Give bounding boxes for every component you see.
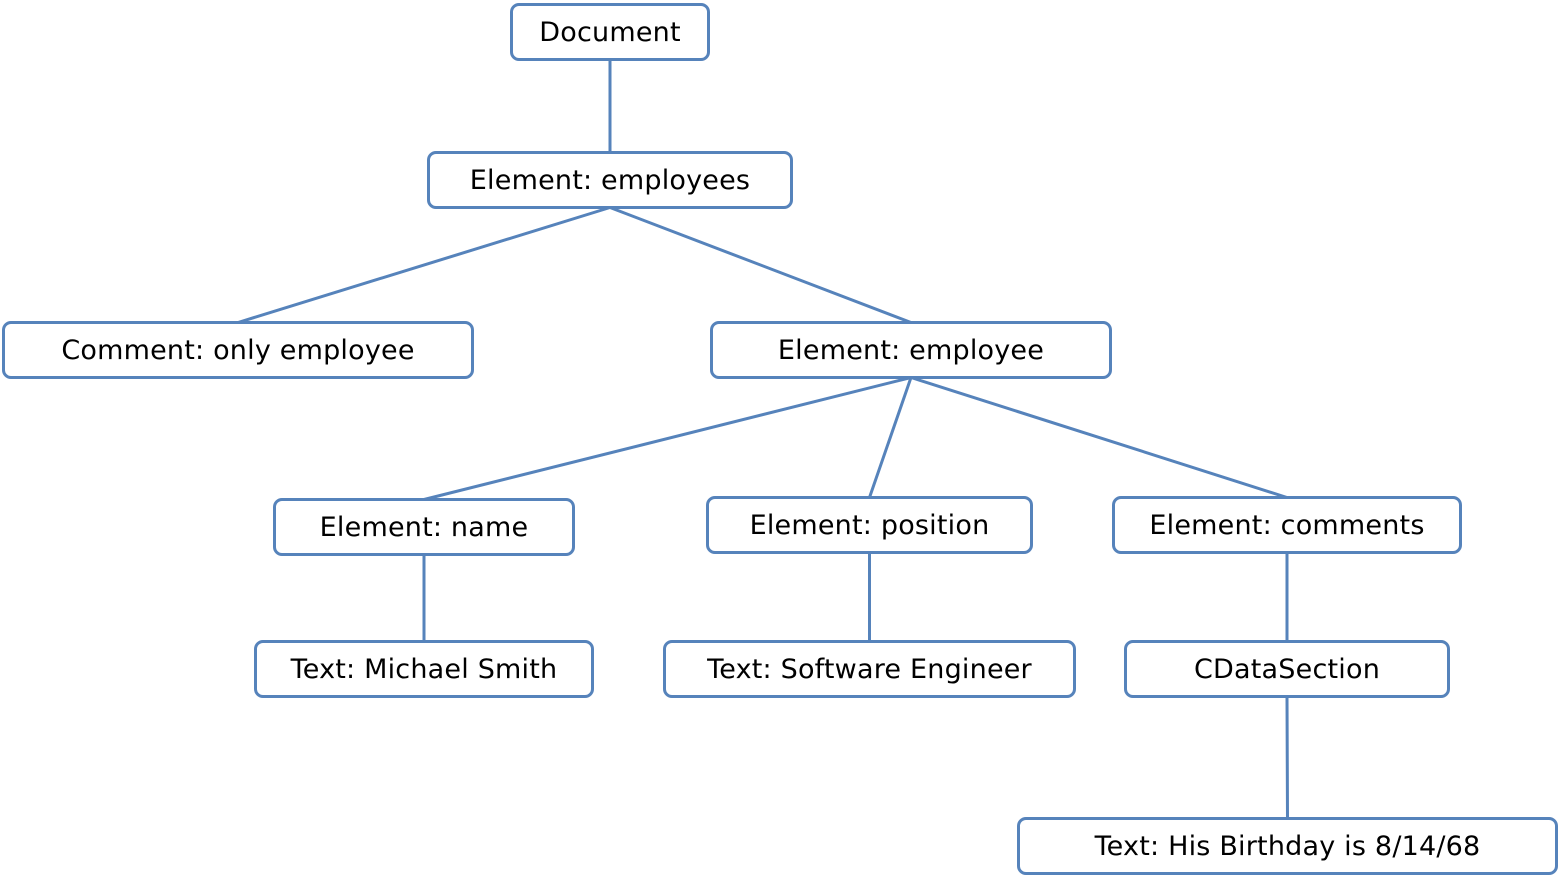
edge-cdata-to-text_birthday bbox=[1285, 695, 1289, 820]
edge-employees-to-comment bbox=[236, 206, 612, 324]
node-element-employee: Element: employee bbox=[710, 321, 1112, 379]
node-comment-only-employee: Comment: only employee bbox=[2, 321, 474, 379]
node-cdata-section: CDataSection bbox=[1124, 640, 1450, 698]
edge-employees-to-employee bbox=[608, 206, 913, 324]
node-element-position: Element: position bbox=[706, 496, 1033, 554]
edge-employee-to-name bbox=[422, 376, 913, 501]
node-element-comments: Element: comments bbox=[1112, 496, 1462, 554]
node-element-name: Element: name bbox=[273, 498, 575, 556]
node-text-michael-smith: Text: Michael Smith bbox=[254, 640, 594, 698]
edge-employee-to-comments bbox=[909, 376, 1289, 499]
node-text-software-engineer: Text: Software Engineer bbox=[663, 640, 1076, 698]
node-text-birthday: Text: His Birthday is 8/14/68 bbox=[1017, 817, 1558, 875]
node-element-employees: Element: employees bbox=[427, 151, 793, 209]
node-document: Document bbox=[510, 3, 710, 61]
edge-employee-to-position bbox=[868, 376, 913, 499]
